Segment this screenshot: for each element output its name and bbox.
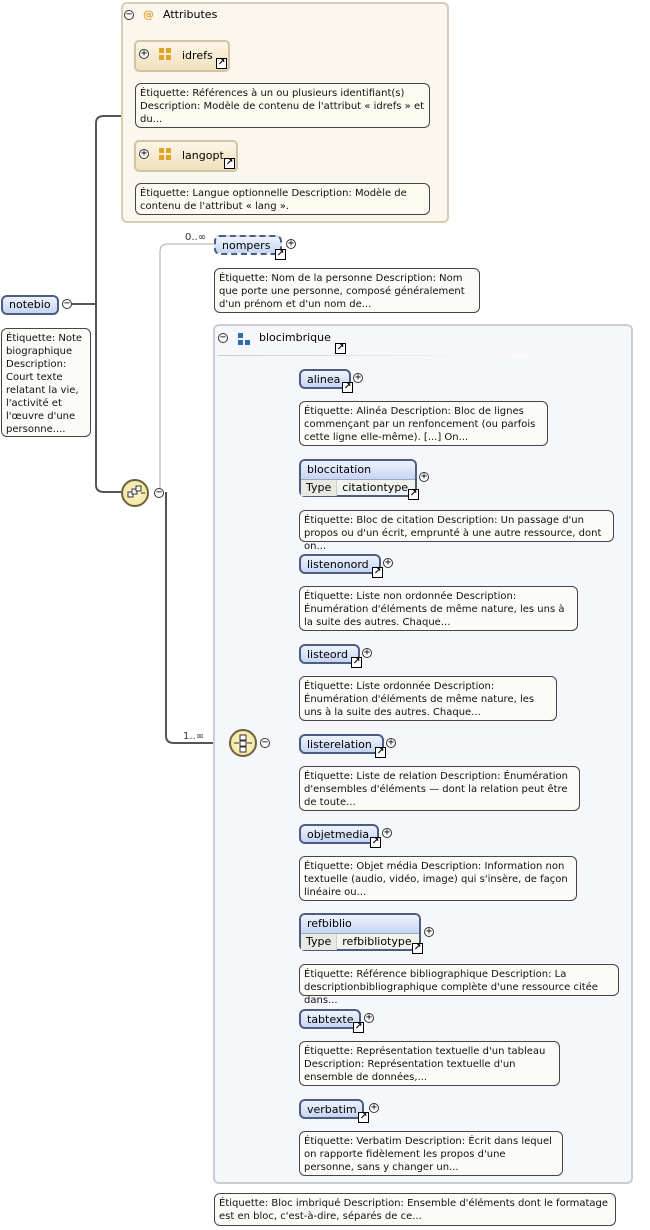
choice-glyph <box>234 734 252 753</box>
jump-icon[interactable]: ↗ <box>412 943 423 954</box>
expand-icon[interactable]: + <box>369 1102 379 1113</box>
element-name: notebio <box>9 298 51 311</box>
sequence-compositor-icon[interactable] <box>121 479 149 507</box>
attribute-group-icon <box>159 48 164 53</box>
collapse-icon[interactable]: − <box>62 298 72 309</box>
element-name: tabtexte <box>307 1013 354 1026</box>
annotation-idrefs: Étiquette: Références à un ou plusieurs … <box>135 83 430 128</box>
jump-icon[interactable]: ↗ <box>358 1112 369 1123</box>
attribute-name: langopt <box>182 149 224 162</box>
element-name: refbiblio <box>301 915 419 934</box>
annotation-verbatim: Étiquette: Verbatim Description: Écrit d… <box>299 1131 563 1176</box>
annotation-listeord: Étiquette: Liste ordonnée Description: É… <box>299 676 557 721</box>
expand-icon[interactable]: + <box>353 372 363 383</box>
jump-icon[interactable]: ↗ <box>408 489 419 500</box>
annotation-nompers: Étiquette: Nom de la personne Descriptio… <box>214 268 480 313</box>
attribute-name: idrefs <box>182 49 213 62</box>
annotation-objetmedia: Étiquette: Objet média Description: Info… <box>299 856 577 901</box>
jump-icon[interactable]: ↗ <box>275 249 286 260</box>
expand-icon[interactable]: + <box>286 238 296 249</box>
collapse-icon[interactable]: − <box>260 737 270 748</box>
element-objetmedia[interactable]: objetmedia <box>299 824 379 844</box>
attribute-group-icon-part <box>166 155 171 160</box>
element-name: bloccitation <box>301 461 415 480</box>
element-name: nompers <box>222 239 271 252</box>
cardinality-nompers: 0..∞ <box>185 232 207 243</box>
expand-icon[interactable]: + <box>424 926 434 937</box>
attributes-title: Attributes <box>163 8 218 21</box>
group-blocimbrique <box>213 324 633 1184</box>
element-name: listerelation <box>307 738 372 751</box>
annotation-tabtexte: Étiquette: Représentation textuelle d'un… <box>299 1041 560 1086</box>
group-title: blocimbrique <box>259 331 331 344</box>
expand-icon[interactable]: + <box>382 827 392 838</box>
type-row: Type citationtype <box>301 480 415 496</box>
jump-icon[interactable]: ↗ <box>375 747 386 758</box>
expand-icon[interactable]: + <box>139 48 149 59</box>
expand-icon[interactable]: + <box>386 737 396 748</box>
annotation-blocimbrique: Étiquette: Bloc imbriqué Description: En… <box>214 1193 616 1226</box>
element-verbatim[interactable]: verbatim <box>299 1099 364 1119</box>
element-name: objetmedia <box>307 828 370 841</box>
attribute-group-icon-part <box>166 48 171 53</box>
annotation-refbiblio: Étiquette: Référence bibliographique Des… <box>299 964 619 1006</box>
element-listerelation[interactable]: listerelation <box>299 734 384 754</box>
attribute-group-icon-part <box>166 148 171 153</box>
element-name: alinea <box>307 373 341 386</box>
group-divider <box>218 355 528 356</box>
jump-icon[interactable]: ↗ <box>351 657 362 668</box>
jump-icon[interactable]: ↗ <box>342 382 353 393</box>
jump-icon[interactable]: ↗ <box>353 1022 364 1033</box>
element-listeord[interactable]: listeord <box>299 644 360 664</box>
attribute-group-icon-part <box>159 155 164 160</box>
sequence-glyph <box>127 485 145 498</box>
jump-icon[interactable]: ↗ <box>224 158 235 169</box>
element-name: listenonord <box>307 558 369 571</box>
at-icon: @ <box>143 8 154 21</box>
annotation-langopt: Étiquette: Langue optionnelle Descriptio… <box>135 183 430 215</box>
annotation-listenonord: Étiquette: Liste non ordonnée Descriptio… <box>299 586 578 631</box>
group-icon-part <box>245 340 250 345</box>
group-icon-part <box>238 340 243 345</box>
annotation-notebio: Étiquette: Note biographique Description… <box>1 328 91 437</box>
attribute-group-icon-part <box>159 55 164 60</box>
jump-icon[interactable]: ↗ <box>216 58 227 69</box>
type-key: Type <box>301 480 338 496</box>
annotation-bloccitation: Étiquette: Bloc de citation Description:… <box>299 510 614 552</box>
choice-compositor-icon[interactable] <box>229 729 257 757</box>
expand-icon[interactable]: + <box>364 1012 374 1023</box>
type-value: refbibliotype <box>342 935 412 948</box>
expand-icon[interactable]: + <box>139 148 149 159</box>
attribute-group-icon-part <box>166 55 171 60</box>
type-key: Type <box>301 934 338 950</box>
element-listenonord[interactable]: listenonord <box>299 554 381 574</box>
collapse-icon[interactable]: − <box>124 9 134 20</box>
annotation-alinea: Étiquette: Alinéa Description: Bloc de l… <box>299 401 548 446</box>
jump-icon[interactable]: ↗ <box>370 837 381 848</box>
element-name: listeord <box>307 648 348 661</box>
attribute-langopt[interactable]: langopt <box>134 140 238 172</box>
group-icon <box>238 333 243 338</box>
attribute-group-icon <box>159 148 164 153</box>
element-name: verbatim <box>307 1103 357 1116</box>
attribute-idrefs[interactable]: idrefs <box>134 40 230 72</box>
expand-icon[interactable]: + <box>419 471 429 482</box>
collapse-icon[interactable]: − <box>218 332 228 343</box>
jump-icon[interactable]: ↗ <box>335 343 346 354</box>
element-bloccitation[interactable]: bloccitation Type citationtype <box>299 459 417 497</box>
type-value: citationtype <box>342 481 409 494</box>
expand-icon[interactable]: + <box>362 647 372 658</box>
element-tabtexte[interactable]: tabtexte <box>299 1009 361 1029</box>
jump-icon[interactable]: ↗ <box>372 567 383 578</box>
element-alinea[interactable]: alinea <box>299 369 351 389</box>
element-notebio[interactable]: notebio <box>1 295 59 315</box>
cardinality-choice: 1..∞ <box>183 731 205 742</box>
expand-icon[interactable]: + <box>383 557 393 568</box>
element-nompers[interactable]: nompers <box>214 235 282 255</box>
element-refbiblio[interactable]: refbiblio Type refbibliotype <box>299 913 421 951</box>
collapse-icon[interactable]: − <box>154 487 164 498</box>
annotation-listerelation: Étiquette: Liste de relation Description… <box>299 766 580 811</box>
type-row: Type refbibliotype <box>301 934 419 950</box>
